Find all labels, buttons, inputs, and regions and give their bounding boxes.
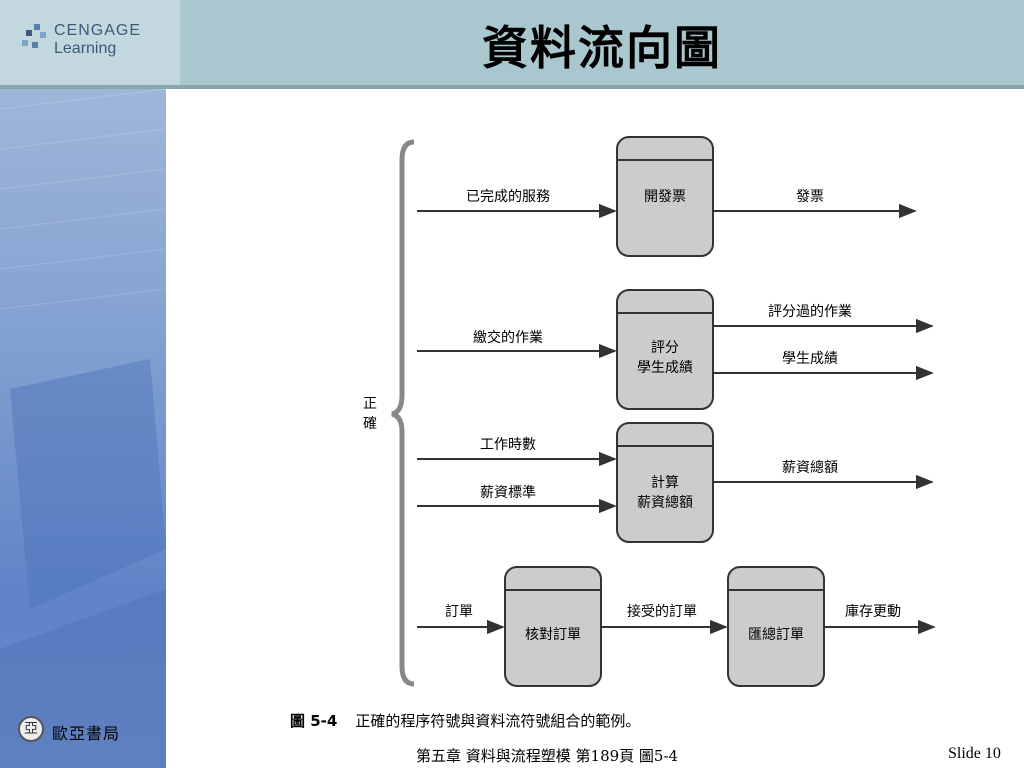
flow-label: 薪資標準 — [480, 485, 536, 501]
flow-f4: 評分過的作業 — [714, 304, 934, 334]
flow-f5: 學生成績 — [714, 351, 934, 381]
process-box-p2: 評分 學生成績 — [616, 289, 714, 410]
brace-label-1: 正 — [363, 396, 377, 412]
process-label: 計算 — [651, 475, 679, 491]
brace-label-2: 確 — [363, 416, 377, 432]
header-divider — [0, 85, 1024, 89]
slide-number: Slide 10 — [948, 745, 1001, 762]
flow-label: 評分過的作業 — [768, 304, 852, 320]
slide-title: 資料流向圖 — [482, 21, 722, 75]
flow-f2: 發票 — [714, 189, 917, 219]
publisher-logo: 亞 歐亞書局 — [18, 714, 138, 746]
slide-footer: 第五章 資料與流程塑模 第189頁 圖5-4 — [416, 747, 679, 765]
process-box-p3: 計算 薪資總額 — [616, 422, 714, 543]
flow-f7: 薪資標準 — [417, 485, 617, 514]
process-label: 開發票 — [644, 189, 686, 205]
flow-label: 繳交的作業 — [473, 329, 543, 346]
publisher-name: 歐亞書局 — [52, 724, 121, 743]
flow-label: 薪資總額 — [782, 459, 838, 476]
publisher-seal-icon: 亞 — [18, 716, 44, 742]
grouping-brace — [391, 139, 415, 687]
process-label: 評分 — [651, 340, 679, 356]
flow-label: 工作時數 — [480, 437, 536, 453]
flow-label: 學生成績 — [782, 351, 838, 367]
flow-f6: 工作時數 — [417, 437, 617, 467]
process-label: 核對訂單 — [525, 627, 581, 643]
logo-area: CENGAGE Learning — [0, 0, 180, 88]
process-box-p5: 匯總訂單 — [727, 566, 825, 687]
process-label: 匯總訂單 — [748, 626, 804, 643]
flow-label: 已完成的服務 — [466, 189, 550, 205]
process-label: 薪資總額 — [637, 494, 693, 511]
flow-label: 庫存更動 — [845, 603, 901, 620]
sidebar-decoration — [0, 89, 166, 768]
flow-f3: 繳交的作業 — [417, 329, 617, 359]
figure-number: 圖 5-4 — [290, 712, 338, 730]
figure-caption: 圖 5-4 正確的程序符號與資料流符號組合的範例。 — [290, 710, 640, 731]
flow-f1: 已完成的服務 — [417, 189, 617, 219]
flow-f9: 訂單 — [417, 604, 505, 635]
logo-line1: CENGAGE — [54, 22, 142, 39]
flow-f10: 接受的訂單 — [602, 603, 728, 635]
flow-label: 訂單 — [445, 604, 473, 620]
cengage-logo-icon — [22, 24, 46, 48]
process-label: 學生成績 — [637, 360, 693, 376]
flow-label: 接受的訂單 — [627, 603, 697, 620]
process-box-p4: 核對訂單 — [504, 566, 602, 687]
logo-line2: Learning — [54, 40, 117, 57]
flow-f11: 庫存更動 — [825, 603, 936, 635]
flow-f8: 薪資總額 — [714, 459, 934, 490]
process-box-p1: 開發票 — [616, 136, 714, 257]
flow-label: 發票 — [796, 189, 824, 205]
figure-caption-text: 正確的程序符號與資料流符號組合的範例。 — [355, 712, 641, 730]
